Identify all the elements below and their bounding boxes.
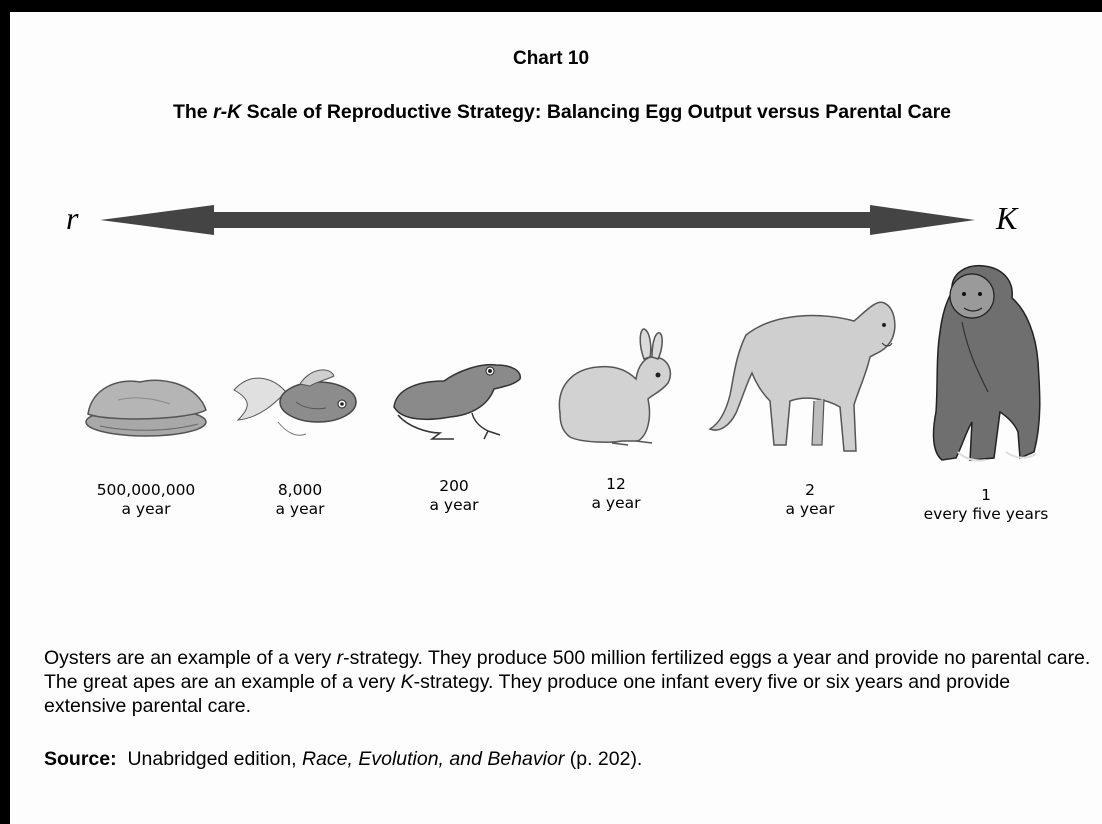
title-prefix: The	[172, 101, 214, 123]
frog-count-number: 200	[439, 477, 469, 495]
cougar-count-number: 2	[805, 481, 815, 499]
scale-right-label: K	[996, 200, 1018, 236]
source-label: Source:	[44, 748, 117, 770]
gorilla-illustration	[932, 264, 1041, 462]
description-part-2: -strategy. They produce 500 million fert…	[44, 647, 1091, 693]
goldfish-count-rate: a year	[275, 500, 325, 518]
oyster-count-number: 500,000,000	[96, 481, 196, 499]
frog-illustration	[393, 363, 521, 440]
goldfish-illustration	[233, 369, 357, 436]
frog-count: 200 a year	[404, 477, 504, 515]
rabbit-count-number: 12	[606, 475, 626, 493]
oyster-illustration	[85, 379, 207, 437]
description-part-1: Oysters are an example of a very	[44, 647, 337, 669]
description-part-3: -strategy. They produce one infant every…	[44, 671, 1011, 717]
scale-left-label: r	[66, 200, 79, 236]
title-italic: r-K	[213, 101, 242, 123]
double-arrow	[100, 205, 975, 235]
gorilla-count-number: 1	[981, 486, 991, 504]
frog-count-rate: a year	[429, 496, 479, 514]
double-arrow-shape	[100, 205, 975, 235]
description-paragraph: Oysters are an example of a very r-strat…	[44, 646, 1094, 718]
chart-number: Chart 10	[512, 48, 590, 69]
cougar-count-rate: a year	[785, 500, 835, 518]
source-text-after: (p. 202).	[564, 748, 643, 770]
source-citation: Source: Unabridged edition, Race, Evolut…	[44, 748, 642, 771]
cougar-count: 2 a year	[760, 481, 860, 519]
oyster-count: 500,000,000 a year	[80, 481, 212, 519]
source-book-title: Race, Evolution, and Behavior	[301, 748, 565, 770]
goldfish-count: 8,000 a year	[250, 481, 350, 519]
rabbit-illustration	[558, 328, 672, 446]
description-italic-k: K	[400, 671, 414, 693]
cougar-illustration	[708, 301, 896, 452]
gorilla-count-rate: every five years	[923, 505, 1049, 523]
title-suffix: Scale of Reproductive Strategy: Balancin…	[241, 101, 952, 123]
source-text-before: Unabridged edition,	[116, 748, 302, 770]
rabbit-count: 12 a year	[566, 475, 666, 513]
oyster-count-rate: a year	[121, 500, 171, 518]
goldfish-count-number: 8,000	[277, 481, 323, 499]
chart-title: The r-K Scale of Reproductive Strategy: …	[0, 101, 1102, 124]
rabbit-count-rate: a year	[591, 494, 641, 512]
description-italic-r: r	[336, 647, 344, 669]
gorilla-count: 1 every five years	[905, 486, 1067, 524]
